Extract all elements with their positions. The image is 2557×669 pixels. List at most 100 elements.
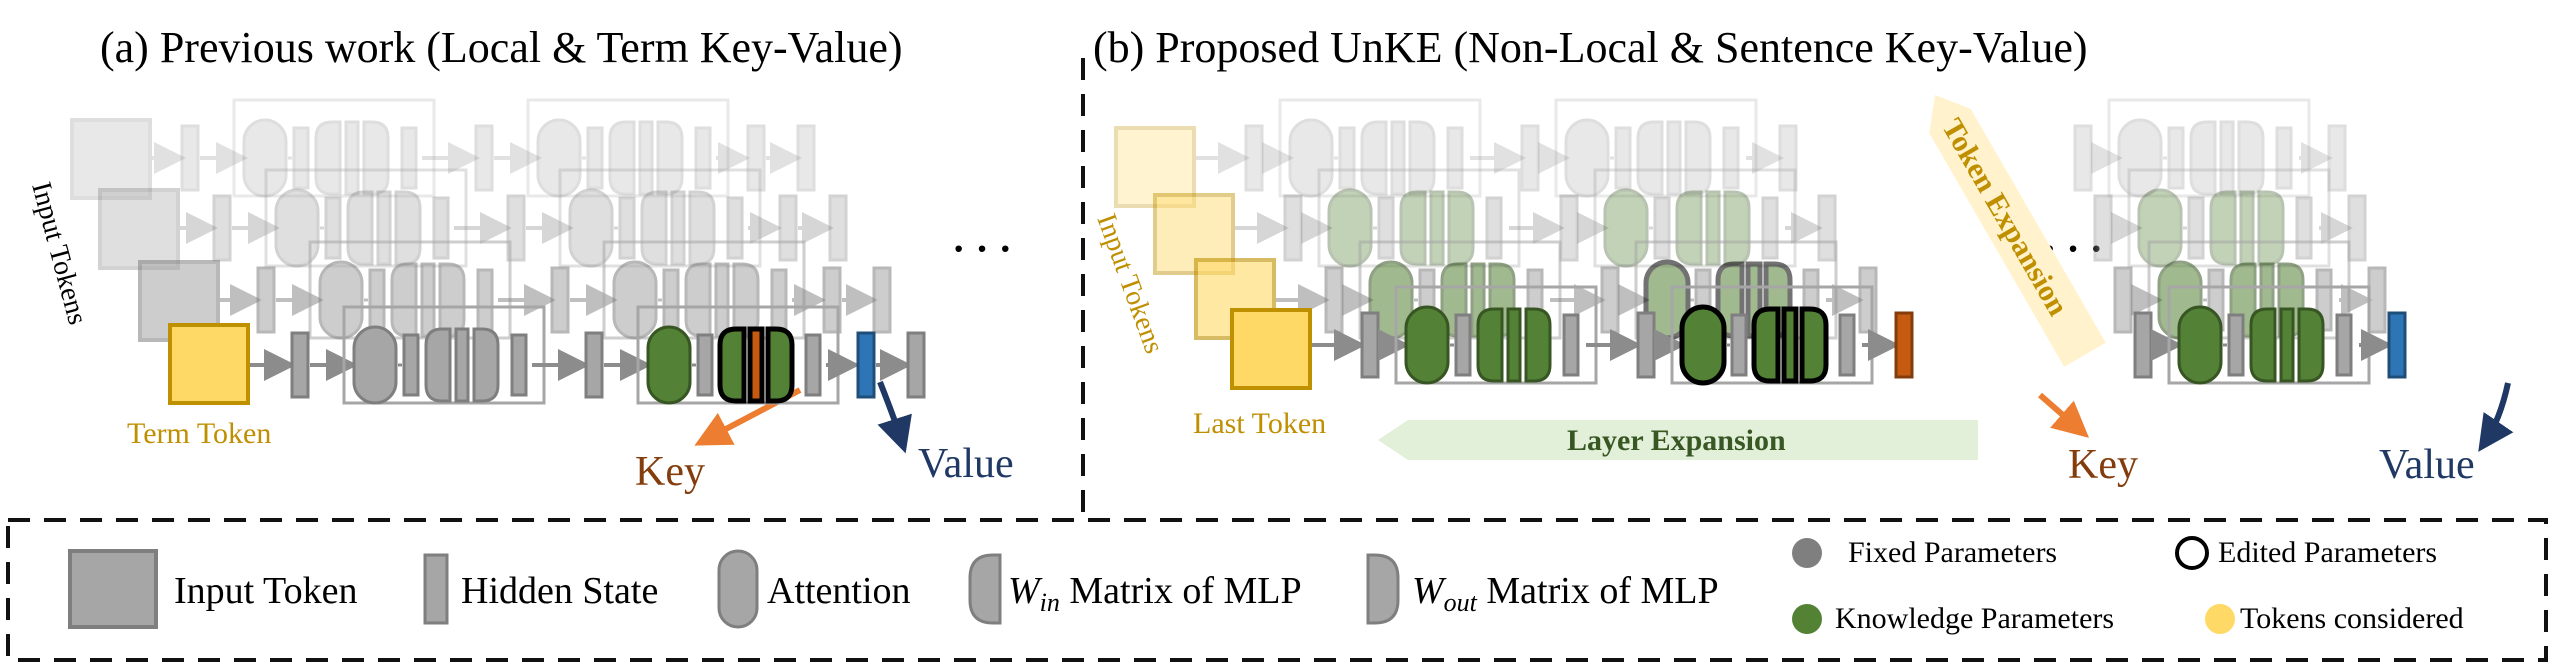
key-vector xyxy=(1894,311,1914,379)
hidden-state xyxy=(1730,313,1748,377)
hidden-state xyxy=(212,194,232,262)
hidden-state xyxy=(256,266,276,334)
hidden-state xyxy=(290,331,310,399)
mlp-hidden xyxy=(714,262,730,338)
w-out-matrix xyxy=(438,262,466,338)
panel-a-title: (a) Previous work (Local & Term Key-Valu… xyxy=(100,23,903,72)
panel-a-key-label: Key xyxy=(635,449,705,495)
mlp-hidden xyxy=(638,120,654,196)
hidden-state xyxy=(662,268,680,332)
panel-b-last-token-label: Last Token xyxy=(1193,407,1326,440)
transformer-blocks xyxy=(70,98,2407,405)
hidden-state xyxy=(618,196,636,260)
mlp-hidden xyxy=(454,327,470,403)
layer-frame xyxy=(342,305,546,405)
hidden-state xyxy=(1761,196,1779,260)
w-out-matrix xyxy=(656,120,684,196)
w-in-matrix xyxy=(2189,120,2217,196)
attention-block xyxy=(274,188,320,268)
legend-input-token-icon xyxy=(68,549,158,629)
w-out-matrix xyxy=(2257,190,2285,266)
layer-frame xyxy=(264,168,468,268)
legend-tokens-considered-label: Tokens considered xyxy=(2240,602,2464,635)
panel-b-title: (b) Proposed UnKE (Non-Local & Sentence … xyxy=(1093,23,2088,72)
legend-hidden-state-label: Hidden State xyxy=(461,570,658,612)
layer-frame xyxy=(232,98,436,198)
hidden-state xyxy=(2367,266,2387,334)
hidden-state xyxy=(1377,196,1395,260)
hidden-state xyxy=(550,266,570,334)
attention-block xyxy=(2137,188,2183,268)
hidden-state xyxy=(474,124,494,192)
attention-block xyxy=(1564,118,1610,198)
hidden-state xyxy=(506,194,526,262)
hidden-state xyxy=(906,331,926,399)
w-out-matrix xyxy=(1723,190,1751,266)
hidden-state xyxy=(770,268,788,332)
hidden-state xyxy=(778,194,798,262)
hidden-state xyxy=(2295,196,2313,260)
w-in-matrix xyxy=(2249,307,2277,383)
legend-attention-icon xyxy=(717,549,759,629)
layer-expansion-arrow xyxy=(1378,420,1978,460)
last-token xyxy=(1230,308,1312,390)
hidden-state xyxy=(1283,194,1303,262)
token-expansion-arrow xyxy=(1929,95,2106,367)
hidden-state xyxy=(1614,126,1632,190)
w-out-matrix xyxy=(765,326,795,404)
hidden-state xyxy=(368,268,386,332)
hidden-state xyxy=(2335,313,2353,377)
hidden-state xyxy=(2347,194,2367,262)
attention-block xyxy=(646,325,692,405)
hidden-state xyxy=(1562,313,1580,377)
hidden-state xyxy=(2327,124,2347,192)
panel-b-value-label: Value xyxy=(2379,442,2475,488)
hidden-state xyxy=(2227,313,2245,377)
legend-edited-parameters-icon xyxy=(2175,536,2209,570)
mlp-hidden xyxy=(1705,190,1721,266)
legend-w-out-icon xyxy=(1366,553,1400,625)
attention-block xyxy=(568,188,614,268)
hidden-state xyxy=(400,126,418,190)
w-out-matrix xyxy=(1524,307,1552,383)
w-in-matrix xyxy=(390,262,418,338)
mlp-hidden xyxy=(1666,120,1682,196)
hidden-state xyxy=(1722,126,1740,190)
hidden-state xyxy=(2113,266,2133,334)
hidden-state xyxy=(1454,313,1472,377)
hidden-state xyxy=(1446,126,1464,190)
input-token xyxy=(1114,126,1196,208)
hidden-state xyxy=(292,126,310,190)
w-in-matrix xyxy=(640,190,668,266)
w-out-matrix xyxy=(1447,190,1475,266)
input-token xyxy=(98,188,180,270)
hidden-state xyxy=(2167,126,2185,190)
hidden-state xyxy=(2093,194,2113,262)
hidden-state xyxy=(1360,311,1380,379)
hidden-state xyxy=(586,126,604,190)
legend-fixed-parameters-icon xyxy=(1792,538,1822,568)
mlp-hidden xyxy=(1781,306,1799,384)
panel-a-value-label: Value xyxy=(918,441,1014,487)
attention-block xyxy=(1327,188,1373,268)
w-in-matrix xyxy=(1360,120,1388,196)
w-in-matrix xyxy=(1476,307,1504,383)
attention-block xyxy=(352,325,398,405)
hidden-state xyxy=(1559,194,1579,262)
w-out-matrix xyxy=(1684,120,1712,196)
legend-w-in-icon xyxy=(968,553,1002,625)
attention-block xyxy=(536,118,582,198)
mlp-hidden xyxy=(376,190,392,266)
hidden-state xyxy=(1653,196,1671,260)
hidden-state xyxy=(1838,313,1856,377)
hidden-state xyxy=(402,333,420,397)
hidden-state xyxy=(872,266,892,334)
w-out-matrix xyxy=(394,190,422,266)
legend-w-out-label: Wout Matrix of MLP xyxy=(1412,570,1719,617)
w-out-matrix xyxy=(2237,120,2265,196)
panel-a-input-tokens-label: Input Tokens xyxy=(25,179,93,328)
hidden-state xyxy=(828,194,848,262)
w-out-matrix xyxy=(1408,120,1436,196)
panel-b-value-arrow xyxy=(2478,382,2514,452)
w-in-matrix xyxy=(1675,190,1703,266)
